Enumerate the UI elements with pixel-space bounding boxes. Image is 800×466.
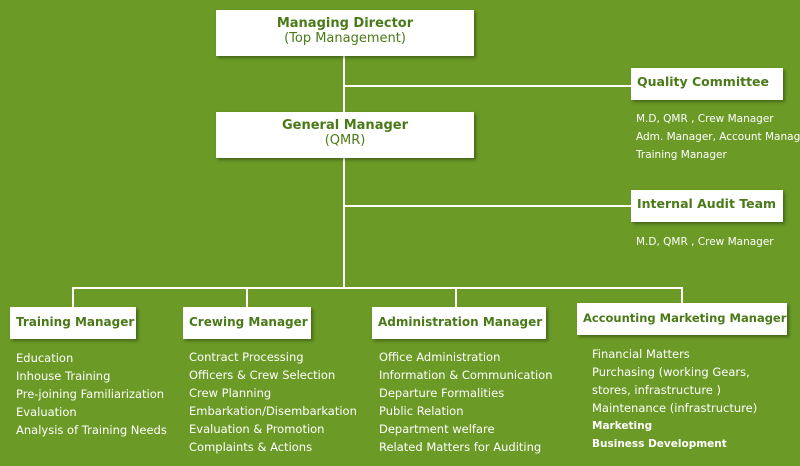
- connector-horizontal-bus: [72, 287, 683, 289]
- list-item: Information & Communication: [379, 368, 553, 382]
- list-item: Purchasing (working Gears,: [592, 365, 750, 379]
- connector-gm-down: [343, 158, 345, 288]
- general-manager-title: General Manager: [282, 118, 408, 133]
- quality-committee-members: M.D, QMR , Crew Manager Adm. Manager, Ac…: [636, 110, 800, 164]
- list-item: Evaluation: [16, 405, 77, 419]
- list-item: Departure Formalities: [379, 386, 505, 400]
- crewing-manager-tasks: Contract Processing Officers & Crew Sele…: [189, 348, 357, 456]
- crewing-manager-title: Crewing Manager: [189, 315, 308, 329]
- list-item: Contract Processing: [189, 350, 304, 364]
- list-item: Maintenance (infrastructure): [592, 401, 758, 415]
- administration-manager-title: Administration Manager: [378, 315, 543, 329]
- list-item: Financial Matters: [592, 347, 690, 361]
- managing-director-title: Managing Director: [276, 16, 414, 31]
- list-item: M.D, QMR , Crew Manager: [636, 236, 774, 248]
- internal-audit-members: M.D, QMR , Crew Manager: [636, 233, 774, 251]
- internal-audit-box: Internal Audit Team: [631, 190, 783, 222]
- connector-to-internal-audit: [343, 205, 631, 207]
- list-item: Related Matters for Auditing: [379, 440, 542, 454]
- list-item: Education: [16, 351, 74, 365]
- list-item: Officers & Crew Selection: [189, 368, 336, 382]
- list-item: Public Relation: [379, 404, 464, 418]
- list-item: Analysis of Training Needs: [16, 423, 167, 437]
- list-item: stores, infrastructure ): [592, 383, 722, 397]
- list-item: Adm. Manager, Account Manager: [636, 131, 800, 143]
- managing-director-box: Managing Director (Top Management): [216, 10, 474, 56]
- list-item: Crew Planning: [189, 386, 272, 400]
- crewing-manager-box: Crewing Manager: [183, 307, 311, 339]
- training-manager-title: Training Manager: [16, 315, 135, 329]
- quality-committee-box: Quality Committee: [631, 68, 783, 100]
- list-item: Embarkation/Disembarkation: [189, 404, 357, 418]
- connector-crewing: [246, 287, 248, 308]
- general-manager-subtitle: (QMR): [324, 133, 366, 148]
- list-item: Marketing: [592, 420, 653, 432]
- connector-md-gm: [343, 56, 345, 112]
- list-item: Business Development: [592, 438, 727, 450]
- connector-administration: [455, 287, 457, 308]
- connector-to-quality-committee: [343, 85, 631, 87]
- list-item: Office Administration: [379, 350, 501, 364]
- list-item: M.D, QMR , Crew Manager: [636, 113, 774, 125]
- list-item: Training Manager: [636, 149, 727, 161]
- connector-accounting: [681, 287, 683, 304]
- administration-manager-box: Administration Manager: [372, 307, 546, 339]
- list-item: Evaluation & Promotion: [189, 422, 325, 436]
- list-item: Inhouse Training: [16, 369, 111, 383]
- list-item: Department welfare: [379, 422, 495, 436]
- accounting-marketing-manager-box: Accounting Marketing Manager: [577, 303, 787, 335]
- training-manager-tasks: Education Inhouse Training Pre-joining F…: [16, 349, 167, 439]
- connector-training: [72, 287, 74, 308]
- training-manager-box: Training Manager: [10, 307, 136, 339]
- internal-audit-title: Internal Audit Team: [637, 196, 777, 211]
- accounting-marketing-manager-tasks: Financial Matters Purchasing (working Ge…: [592, 345, 757, 453]
- administration-manager-tasks: Office Administration Information & Comm…: [379, 348, 553, 456]
- accounting-marketing-manager-title: Accounting Marketing Manager: [583, 311, 787, 325]
- quality-committee-title: Quality Committee: [637, 74, 770, 89]
- list-item: Complaints & Actions: [189, 440, 313, 454]
- managing-director-subtitle: (Top Management): [284, 31, 406, 46]
- general-manager-box: General Manager (QMR): [216, 112, 474, 158]
- list-item: Pre-joining Familiarization: [16, 387, 165, 401]
